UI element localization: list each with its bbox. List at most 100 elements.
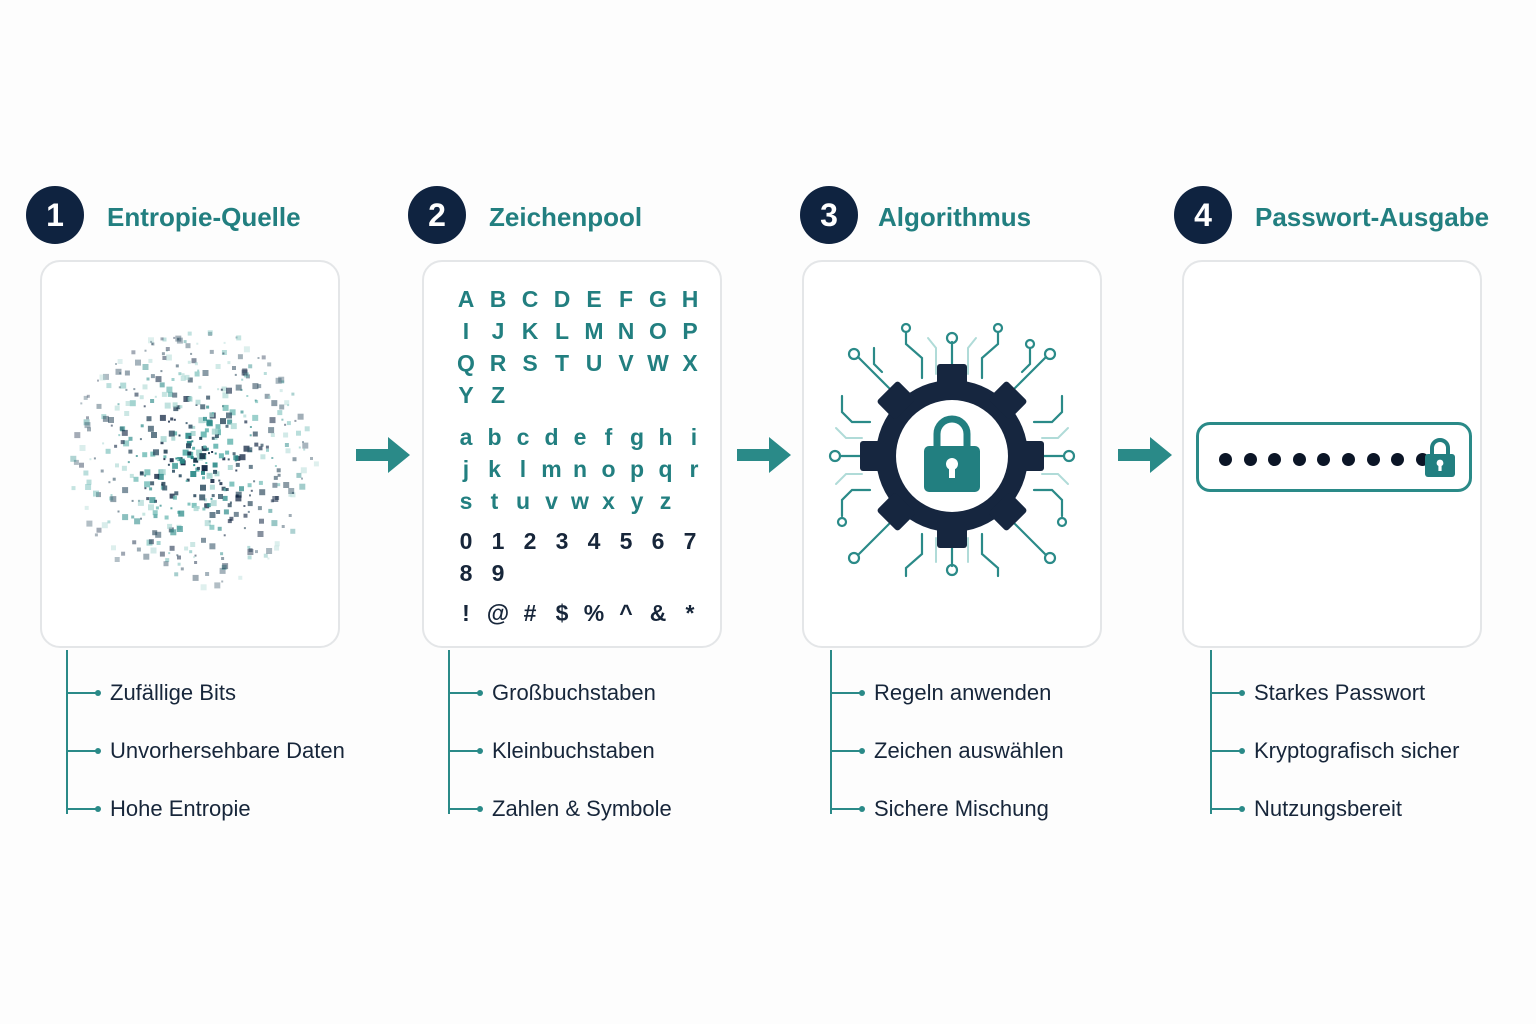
step-title: Entropie-Quelle [107,202,301,232]
gear-lock-circuit-icon [828,322,1076,578]
pool-character: c [516,424,530,450]
pool-character: H [681,286,699,312]
step-number-badge: 4 [1174,186,1232,244]
feature-connector-line [1210,650,1212,814]
feature-label: Kleinbuchstaben [492,738,655,763]
pool-character: d [544,424,559,450]
feature-item: Starkes Passwort [1210,678,1536,708]
step-title: Zeichenpool [489,202,643,232]
step-number-badge: 2 [408,186,466,244]
pool-character: v [545,488,558,514]
pool-character: $ [555,600,569,626]
pool-character: 8 [459,560,473,586]
feature-list: Zufällige Bits Unvorhersehbare Daten Hoh… [66,650,406,821]
pool-character: L [554,318,570,344]
pool-character: w [571,488,589,514]
pool-character: Y [458,382,474,408]
lock-icon [1425,438,1455,477]
password-dot [1366,453,1380,466]
pool-character: % [583,600,605,626]
feature-list: Regeln anwenden Zeichen auswählen Sicher… [830,650,1170,821]
pool-character: U [585,350,603,376]
pool-character: Q [457,350,475,376]
feature-item: Zahlen & Symbole [448,794,788,824]
pool-character: e [573,424,587,450]
feature-item: Regeln anwenden [830,678,1170,708]
pool-character: & [649,600,667,626]
pool-character: 6 [651,528,665,554]
arrow-right-icon [356,437,410,473]
pool-character: s [459,488,473,514]
feature-item: Hohe Entropie [66,794,406,824]
pool-character: j [462,456,470,482]
pool-character: B [489,286,507,312]
pool-character: X [682,350,698,376]
pool-character: A [457,286,475,312]
feature-connector-line [830,650,832,814]
password-dot [1317,453,1331,466]
pool-character: k [488,456,501,482]
pool-character: W [647,350,669,376]
feature-label: Nutzungsbereit [1254,796,1402,821]
step-title: Passwort-Ausgabe [1255,202,1490,232]
pool-character: f [604,424,613,450]
arrow-right-icon [737,437,791,473]
pool-character: p [629,456,645,482]
pool-character: P [682,318,698,344]
pool-character: x [602,488,615,514]
pool-character: t [490,488,499,514]
pool-character: N [617,318,635,344]
feature-label: Großbuchstaben [492,680,656,705]
password-dot [1342,453,1355,466]
pool-character: * [685,600,695,626]
feature-item: Zeichen auswählen [830,736,1170,766]
feature-label: Kryptografisch sicher [1254,738,1460,763]
feature-label: Starkes Passwort [1254,680,1426,705]
feature-list: Starkes Passwort Kryptografisch sicher N… [1210,650,1536,821]
pool-character: C [521,286,539,312]
pool-character: F [618,286,634,312]
feature-item: Kleinbuchstaben [448,736,788,766]
pool-character: 7 [683,528,697,554]
feature-item: Großbuchstaben [448,678,788,708]
feature-item: Zufällige Bits [66,678,406,708]
pool-character: E [586,286,602,312]
pool-character: 4 [587,528,601,554]
step-number-badge: 1 [26,186,84,244]
step-1-header: 1 Entropie-Quelle [26,186,406,244]
pool-character: o [601,456,616,482]
password-dot [1292,453,1306,466]
feature-label: Zufällige Bits [110,680,236,705]
feature-connector-line [66,650,68,814]
step-2-header: 2 Zeichenpool [408,186,788,244]
entropy-card [40,260,340,648]
pool-character: # [523,600,537,626]
pool-character: G [649,286,667,312]
pool-character: z [659,488,672,514]
pool-character: I [462,318,470,344]
step-4-header: 4 Passwort-Ausgabe [1174,186,1536,244]
pool-character: b [487,424,502,450]
step-title: Algorithmus [878,202,1032,232]
password-dot [1219,453,1232,466]
pool-character: O [649,318,667,344]
pool-character: V [618,350,634,376]
pool-character: y [630,488,644,514]
pool-character: Z [490,382,506,408]
pool-character: ^ [619,600,633,626]
pool-character: u [515,488,531,514]
feature-item: Sichere Mischung [830,794,1170,824]
pool-character: g [629,424,645,450]
feature-item: Nutzungsbereit [1210,794,1536,824]
pool-character: i [690,424,698,450]
pool-character: 3 [555,528,569,554]
pool-character: l [519,456,527,482]
